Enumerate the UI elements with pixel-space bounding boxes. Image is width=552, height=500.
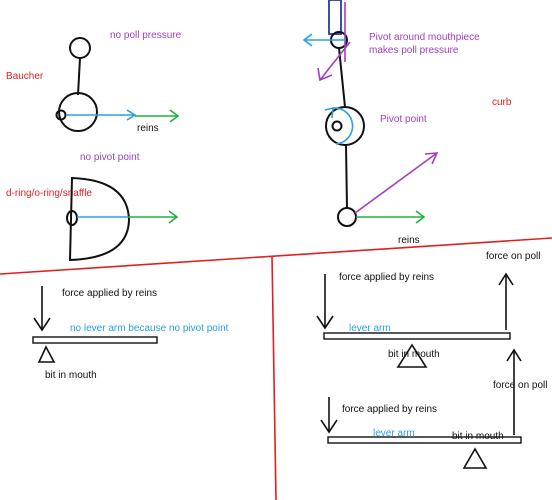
force-on-poll-top-label: force on poll: [486, 251, 540, 262]
pivot-mouthpiece-label-1: Pivot around mouthpiece: [369, 32, 480, 43]
snaffle-label: d-ring/o-ring/snaffle: [6, 188, 92, 199]
curb-bit: [325, 31, 365, 227]
fulcrum-left: [37, 345, 56, 363]
curb-mouthpiece: [331, 120, 343, 132]
vertical-divider: [271, 255, 277, 500]
headstall-strap: [328, 0, 342, 35]
pivot-rotation-arc-head: [324, 106, 334, 119]
baucher-reins-label: reins: [137, 123, 159, 134]
baucher-main-ring: [58, 92, 98, 132]
bit-in-mouth-top-label: bit in mouth: [388, 349, 440, 360]
reins-force-arrow-left-head: [33, 317, 51, 332]
lever-bar-bottom: [327, 436, 522, 444]
force-on-poll-bottom-label: force on poll: [493, 380, 547, 391]
pivot-mouthpiece-label-2: makes poll pressure: [369, 45, 459, 56]
no-pivot-point-label: no pivot point: [80, 152, 140, 163]
baucher-mouthpiece: [55, 109, 67, 121]
fulcrum-top: [396, 343, 428, 368]
poll-force-arrow-top-head: [498, 272, 514, 286]
force-reins-left-label: force applied by reins: [62, 288, 157, 299]
curb-upper-shank: [338, 47, 346, 108]
baucher-label: Baucher: [6, 71, 44, 82]
snaffle-rein-arrow-green-head: [168, 210, 179, 224]
curb-lower-shank: [345, 144, 348, 209]
no-poll-pressure-label: no poll pressure: [110, 30, 182, 41]
poll-arrow-purple-diag-head: [317, 67, 333, 82]
curb-rein-ring: [337, 207, 357, 227]
d-ring-snaffle: [66, 176, 131, 262]
horizontal-divider: [0, 237, 552, 275]
fulcrum-bottom: [462, 447, 488, 469]
lever-arm-bottom-label: lever arm: [373, 428, 415, 439]
curb-reins-label: reins: [398, 235, 420, 246]
bit-in-mouth-bottom-label: bit in mouth: [452, 431, 504, 442]
baucher-top-ring: [69, 37, 91, 59]
reins-force-arrow-right-bottom-head: [320, 419, 338, 434]
baucher-force-arrow-blue-head: [126, 109, 137, 121]
poll-arrow-purple-diag: [319, 41, 351, 81]
curb-rein-arrow-purple: [354, 152, 438, 214]
poll-arrow-blue-left-head: [302, 33, 313, 47]
no-lever-arm-label: no lever arm because no pivot point: [70, 323, 229, 334]
curb-rein-arrow-green-head: [415, 210, 426, 224]
snaffle-mouthpiece: [66, 210, 78, 226]
d-ring-shape: [68, 176, 131, 262]
baucher-shank: [77, 57, 81, 96]
pivot-point-label: Pivot point: [380, 114, 427, 125]
bit-bar-left: [32, 336, 158, 344]
force-reins-right-top-label: force applied by reins: [339, 272, 434, 283]
curb-label: curb: [492, 97, 512, 108]
pivot-rotation-arc: [332, 107, 354, 145]
curb-rein-arrow-purple-head: [424, 152, 439, 165]
reins-force-arrow-right-top-head: [316, 315, 334, 330]
lever-arm-top-label: lever arm: [349, 323, 391, 334]
baucher-bit: [55, 37, 98, 132]
lever-bar-top: [323, 332, 511, 340]
baucher-rein-arrow-green-head: [169, 109, 180, 123]
bit-in-mouth-left-label: bit in mouth: [45, 370, 97, 381]
poll-force-arrow-bottom-head: [506, 348, 522, 362]
force-reins-right-bottom-label: force applied by reins: [342, 404, 437, 415]
curb-pivot-ring: [325, 106, 365, 146]
